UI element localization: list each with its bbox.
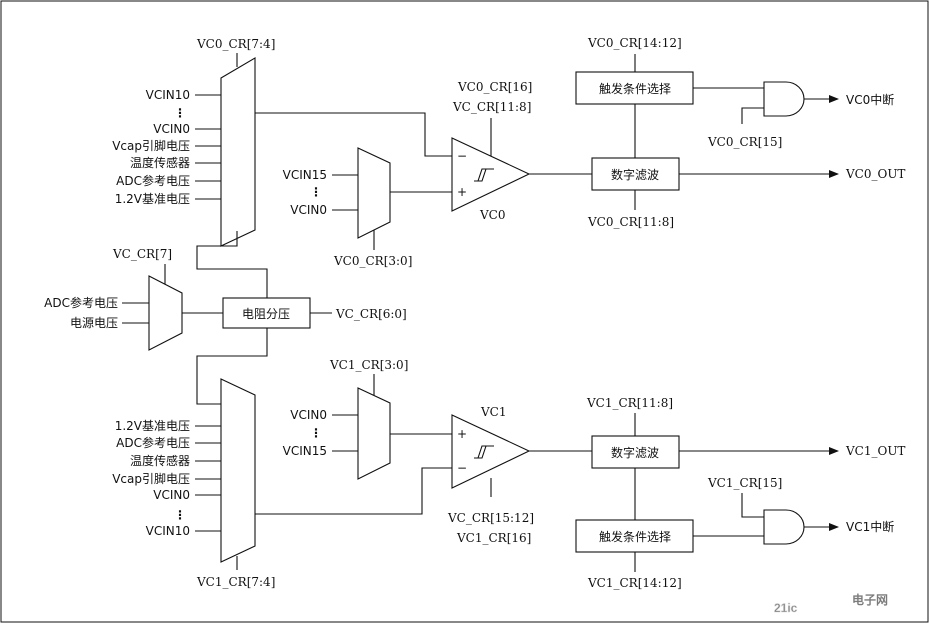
top-comparator-ctrl-1: VC0_CR[16] xyxy=(457,80,532,94)
top-small-mux-input-vcin15: VCIN15 xyxy=(283,168,327,182)
bottom-main-mux xyxy=(220,378,256,563)
watermark-site-text: 电子网 xyxy=(852,592,888,607)
bottom-mux-input-vcin10: VCIN10 xyxy=(146,524,190,538)
bottom-and-gate-ctrl: VC1_CR[15] xyxy=(707,476,782,490)
bottom-digital-filter xyxy=(591,435,680,469)
top-small-mux-input-vcin0: VCIN0 xyxy=(290,203,327,217)
top-small-mux-select-label: VC0_CR[3:0] xyxy=(333,254,412,268)
bottom-comparator-minus: − xyxy=(457,461,467,475)
bottom-mux-input-temp-sensor: 温度传感器 xyxy=(130,453,190,468)
top-mux-input-adc-ref: ADC参考电压 xyxy=(116,173,190,188)
bottom-mux-input-vcin0: VCIN0 xyxy=(153,488,190,502)
bottom-mux-main-select-label: VC1_CR[7:4] xyxy=(196,575,275,589)
top-comparator-name: VC0 xyxy=(479,208,505,222)
middle-source-mux xyxy=(148,275,183,351)
top-small-mux xyxy=(357,147,391,239)
top-and-gate-ctrl: VC0_CR[15] xyxy=(707,135,782,149)
top-small-mux-ellipsis: ⋮ xyxy=(310,185,322,199)
top-digital-filter-label: 数字滤波 xyxy=(611,167,659,182)
top-mux-input-1v2-ref: 1.2V基准电压 xyxy=(115,192,190,206)
watermark-logo: 21ic 电子网 xyxy=(774,592,888,615)
top-interrupt-label: VC0中断 xyxy=(846,92,894,107)
top-mux-main-select-label: VC0_CR[7:4] xyxy=(196,37,275,51)
middle-mux-input-adc-ref: ADC参考电压 xyxy=(44,295,118,310)
middle-mux-select-label: VC_CR[7] xyxy=(112,247,172,261)
top-trigger-select xyxy=(575,71,694,105)
top-mux-input-temp-sensor: 温度传感器 xyxy=(130,155,190,170)
bottom-small-mux-input-vcin15: VCIN15 xyxy=(283,444,327,458)
bottom-mux-input-vcap: Vcap引脚电压 xyxy=(112,471,190,486)
middle-resistor-divider xyxy=(222,297,311,329)
bottom-comparator-hysteresis-icon xyxy=(474,445,494,459)
top-trigger-ctrl: VC0_CR[14:12] xyxy=(587,36,682,50)
top-mux-input-vcin0: VCIN0 xyxy=(153,122,190,136)
middle-resistor-divider-label: 电阻分压 xyxy=(242,307,290,321)
middle-divider-ctrl: VC_CR[6:0] xyxy=(335,307,407,321)
middle-mux-input-vdd: 电源电压 xyxy=(70,316,118,330)
bottom-mux-input-ellipsis: ⋮ xyxy=(174,508,186,522)
bottom-digital-filter-ctrl: VC1_CR[11:8] xyxy=(586,396,673,410)
top-output-label: VC0_OUT xyxy=(845,167,905,181)
bottom-comparator xyxy=(451,414,531,489)
bottom-output-label: VC1_OUT xyxy=(845,444,905,458)
bottom-digital-filter-label: 数字滤波 xyxy=(611,445,659,460)
watermark-logo-text: 21ic xyxy=(774,601,798,615)
bottom-mux-input-adc-ref: ADC参考电压 xyxy=(116,435,190,450)
bottom-comparator-ctrl-2: VC1_CR[16] xyxy=(456,531,531,545)
top-comparator-hysteresis-icon xyxy=(474,168,494,182)
bottom-small-mux-ellipsis: ⋮ xyxy=(310,426,322,440)
top-mux-input-ellipsis: ⋮ xyxy=(174,106,186,120)
bottom-and-gate xyxy=(763,509,805,545)
bottom-small-mux-select-label: VC1_CR[3:0] xyxy=(329,358,408,372)
bottom-small-mux xyxy=(357,387,391,480)
bottom-comparator-plus: + xyxy=(457,427,467,441)
top-digital-filter-ctrl: VC0_CR[11:8] xyxy=(587,215,674,229)
top-trigger-select-label: 触发条件选择 xyxy=(599,81,671,96)
top-mux-input-vcap: Vcap引脚电压 xyxy=(112,138,190,153)
top-comparator-plus: + xyxy=(457,185,467,199)
bottom-mux-input-1v2-ref: 1.2V基准电压 xyxy=(115,419,190,433)
top-comparator-minus: − xyxy=(457,149,467,163)
bottom-trigger-ctrl: VC1_CR[14:12] xyxy=(587,576,682,590)
top-and-gate xyxy=(763,81,805,117)
top-mux-input-vcin10: VCIN10 xyxy=(146,88,190,102)
bottom-trigger-select-label: 触发条件选择 xyxy=(599,529,671,544)
bottom-comparator-ctrl-1: VC_CR[15:12] xyxy=(447,511,534,525)
bottom-comparator-name: VC1 xyxy=(480,405,506,419)
top-main-mux xyxy=(220,57,256,247)
bottom-interrupt-label: VC1中断 xyxy=(846,519,894,534)
bottom-small-mux-input-vcin0: VCIN0 xyxy=(290,408,327,422)
top-comparator-ctrl-2: VC_CR[11:8] xyxy=(452,100,531,114)
